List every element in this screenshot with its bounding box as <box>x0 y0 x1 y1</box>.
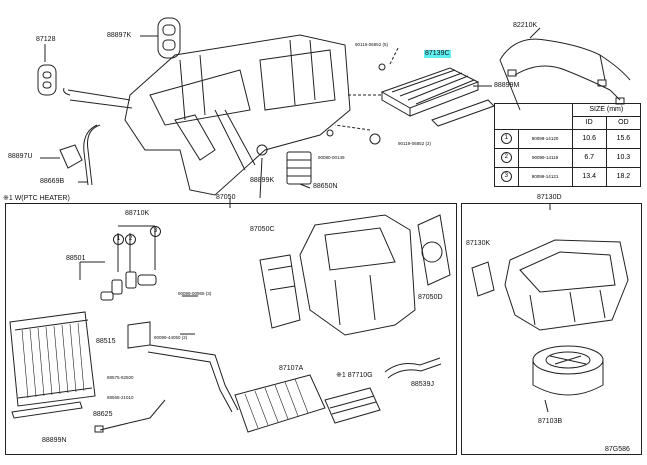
part-label-82210k: 82210K <box>513 22 538 29</box>
diagram-code: 87G586 <box>605 446 630 453</box>
part-label-88501: 88501 <box>66 255 86 262</box>
part-label-90080-00149: 90080-00149 <box>318 155 345 160</box>
part-label-88899k: 88899K <box>250 177 275 184</box>
part-label-87107a: 87107A <box>279 365 304 372</box>
evaporator-outline <box>9 311 96 407</box>
row-number: 2 <box>500 152 512 164</box>
part-label-88625: 88625 <box>93 411 113 418</box>
assembly-87050-box <box>5 203 457 455</box>
part-label-88568-21010: 88568-21010 <box>107 395 134 400</box>
part-label-88897u: 88897U <box>8 153 33 160</box>
size-table-header-od: OD <box>605 115 642 130</box>
blower-housing-outline <box>504 239 629 331</box>
ref-circle-1: 1 <box>113 234 124 245</box>
size-table-row: 1 90099-14120 10.6 15.6 <box>494 128 642 149</box>
heater-core-outline <box>234 374 326 433</box>
part-label-90099-00969-3: 90099-00969 (3) <box>178 291 212 296</box>
part-label-90119-06852-5: 90119-06852 (5) <box>355 42 388 47</box>
ptc-heater-note: ※1 W(PTC HEATER) <box>3 195 70 202</box>
row-od: 15.6 <box>605 128 642 149</box>
part-label-87130k: 87130K <box>466 240 491 247</box>
size-table-row: 2 90099-14119 6.7 10.3 <box>494 147 642 168</box>
row-od: 10.3 <box>605 147 642 168</box>
assembly-87130d-box <box>461 203 642 455</box>
part-label-87130d: 87130D <box>537 194 562 201</box>
filter-outline <box>380 67 480 109</box>
row-id: 13.4 <box>571 166 607 188</box>
part-label-88710k: 88710K <box>125 210 150 217</box>
part-label-90119-06852-2: 90119-06852 (2) <box>398 141 431 146</box>
part-label-88575-82500: 88575-82500 <box>107 375 134 380</box>
part-label-88515: 88515 <box>96 338 116 345</box>
row-number: 1 <box>500 133 512 145</box>
part-label-88899m: 88899M <box>494 82 520 89</box>
size-table: SIZE (mm) ID OD 1 90099-14120 10.6 15.6 … <box>494 103 642 188</box>
ref-circle-2: 2 <box>125 234 136 245</box>
row-od: 18.2 <box>605 166 642 188</box>
part-label-90099-44050-2: 90099-44050 (2) <box>154 335 188 340</box>
housing-87050c-outline <box>299 214 416 336</box>
part-label-88669b: 88669B <box>40 178 65 185</box>
size-table-header-id: ID <box>571 115 607 130</box>
row-number: 3 <box>500 171 512 183</box>
part-label-87128: 87128 <box>36 36 56 43</box>
size-table-title: SIZE (mm) <box>571 103 642 117</box>
size-table-row: 3 90099-14121 13.4 18.2 <box>494 166 642 188</box>
row-part-number: 90099-14119 <box>517 147 573 168</box>
row-part-number: 90099-14121 <box>517 166 573 188</box>
part-label-88899n: 88899N <box>42 437 67 444</box>
part-label-87050d: 87050D <box>418 294 443 301</box>
part-label-88539j: 88539J <box>411 381 434 388</box>
part-label-87710g: ※1 87710G <box>336 372 373 379</box>
ref-circle-3: 3 <box>150 226 161 237</box>
part-label-87103b: 87103B <box>538 418 563 425</box>
part-label-87050c: 87050C <box>250 226 275 233</box>
row-part-number: 90099-14120 <box>517 128 573 149</box>
wire-harness <box>499 38 631 81</box>
row-id: 6.7 <box>571 147 607 168</box>
part-label-87139c: 87139C <box>424 50 451 58</box>
part-label-88650n: 88650N <box>313 183 338 190</box>
part-label-88897k: 88897K <box>107 32 132 39</box>
part-label-87050: 87050 <box>216 194 236 201</box>
hvac-unit-outline <box>124 34 351 196</box>
row-id: 10.6 <box>571 128 607 149</box>
